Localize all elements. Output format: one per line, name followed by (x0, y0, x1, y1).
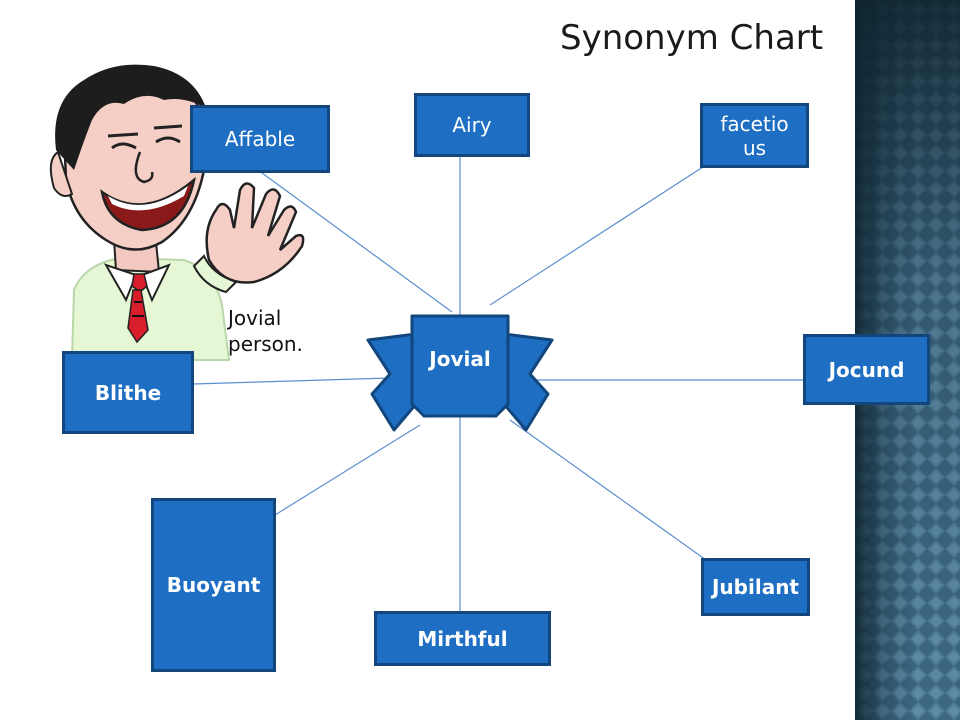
synonym-label: Mirthful (417, 626, 508, 651)
center-word: Jovial (429, 347, 491, 371)
synonym-label: Jubilant (711, 575, 799, 599)
synonym-box-jocund: Jocund (803, 334, 930, 405)
synonym-label: Buoyant (166, 573, 261, 597)
synonym-box-blithe: Blithe (62, 351, 194, 434)
illustration-caption: Jovial person. (228, 306, 303, 356)
connector-blithe (192, 377, 391, 385)
synonym-box-airy: Airy (414, 93, 530, 157)
synonym-label: Airy (452, 113, 492, 137)
ribbon-banner-icon (364, 312, 556, 432)
synonym-label: facetio us (720, 111, 789, 160)
synonym-box-jubilant: Jubilant (701, 558, 810, 616)
connector-facetious (489, 164, 707, 306)
connector-buoyant (274, 424, 421, 516)
synonym-label: Jocund (828, 357, 905, 382)
synonym-box-mirthful: Mirthful (374, 611, 551, 666)
synonym-box-buoyant: Buoyant (151, 498, 276, 672)
synonym-box-facetious: facetio us (700, 103, 809, 168)
laughing-man-icon (44, 60, 312, 370)
connector-jubilant (509, 419, 707, 561)
slide-title: Synonym Chart (560, 18, 824, 58)
synonym-label: Blithe (94, 380, 162, 405)
synonym-label: Affable (224, 127, 296, 151)
synonym-box-affable: Affable (190, 105, 330, 173)
